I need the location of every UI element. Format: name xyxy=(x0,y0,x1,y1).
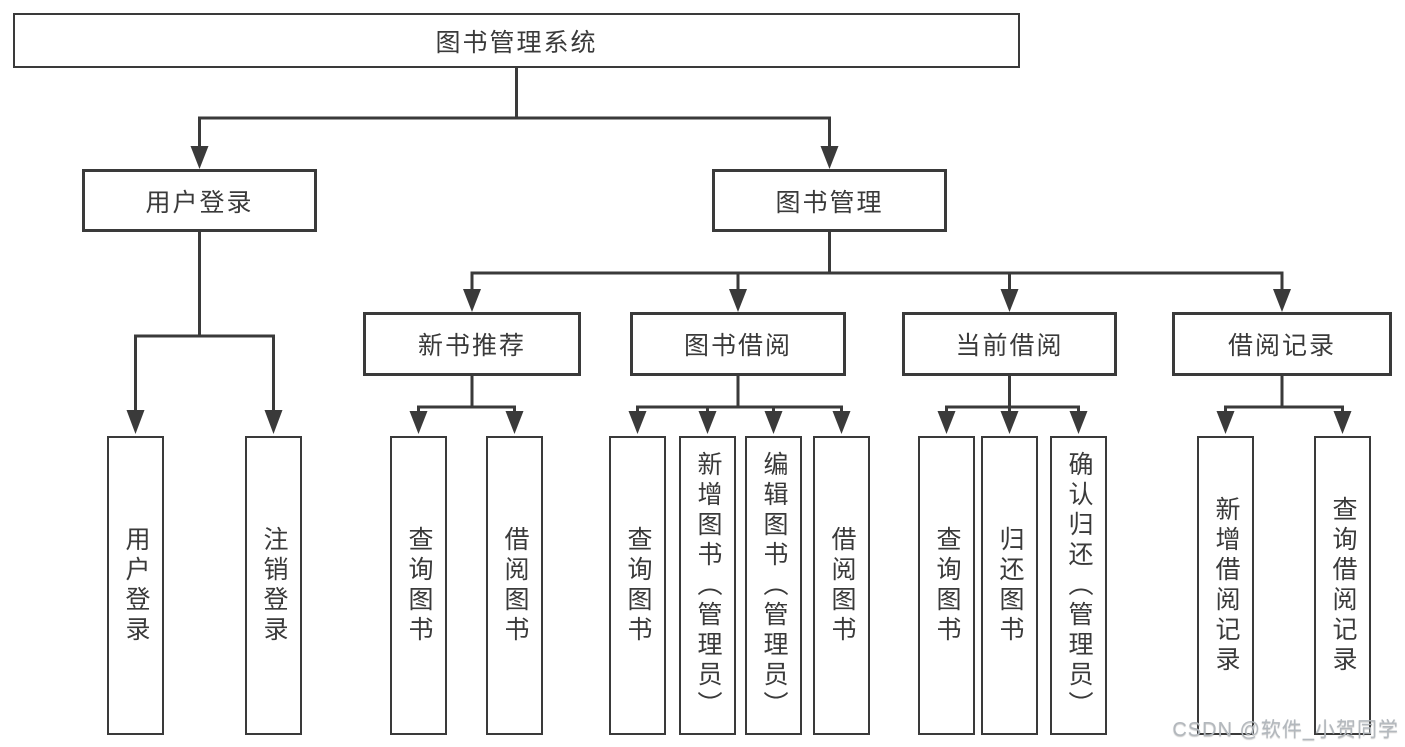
connector-records-to-leaves xyxy=(1216,374,1352,434)
node-current-borrowing: 当前借阅 xyxy=(902,312,1117,376)
arrow-down-icon xyxy=(190,146,209,169)
node-user-login: 用户登录 xyxy=(82,169,317,232)
node-book-management: 图书管理 xyxy=(712,169,947,232)
leaf-return-books: 归还图书 xyxy=(981,436,1038,735)
leaf-logout: 注销登录 xyxy=(245,436,302,735)
node-book-borrowing: 图书借阅 xyxy=(630,312,846,376)
arrow-down-icon xyxy=(698,411,717,434)
arrow-down-icon xyxy=(1000,289,1019,312)
arrow-down-icon xyxy=(463,289,481,312)
arrow-down-icon xyxy=(729,289,747,312)
arrow-down-icon xyxy=(1333,411,1352,434)
leaf-confirm-return-admin: 确认归还（管理员） xyxy=(1050,436,1107,735)
arrow-down-icon xyxy=(409,411,428,434)
connector-path xyxy=(470,230,1284,293)
arrow-down-icon xyxy=(628,411,647,434)
leaf-query-books-recommend: 查询图书 xyxy=(390,436,447,735)
arrow-down-icon xyxy=(1000,411,1019,434)
leaf-add-books-admin: 新增图书（管理员） xyxy=(679,436,736,735)
connector-userlogin-to-leaves xyxy=(126,230,283,434)
connector-path xyxy=(198,66,831,150)
node-root-system: 图书管理系统 xyxy=(13,13,1020,68)
connector-path xyxy=(636,374,843,416)
connector-path xyxy=(1224,374,1344,416)
node-new-book-recommend: 新书推荐 xyxy=(363,312,581,376)
leaf-borrow-books-recommend: 借阅图书 xyxy=(486,436,543,735)
connector-newbooks-to-leaves xyxy=(409,374,524,434)
arrow-down-icon xyxy=(264,410,283,434)
arrow-down-icon xyxy=(937,411,956,434)
arrow-down-icon xyxy=(505,411,524,434)
connector-bookmgmt-to-level2 xyxy=(463,230,1291,312)
leaf-borrow-books: 借阅图书 xyxy=(813,436,870,735)
leaf-query-borrow-record: 查询借阅记录 xyxy=(1314,436,1371,735)
leaf-add-borrow-record: 新增借阅记录 xyxy=(1197,436,1254,735)
connector-path xyxy=(417,374,516,416)
arrow-down-icon xyxy=(1069,411,1088,434)
arrow-down-icon xyxy=(1273,289,1291,312)
arrow-down-icon xyxy=(1216,411,1235,434)
arrow-down-icon xyxy=(820,146,839,169)
leaf-query-books-borrowing: 查询图书 xyxy=(609,436,666,735)
csdn-watermark: CSDN @软件_小贺同学 xyxy=(1172,719,1399,741)
connector-borrowing-to-leaves xyxy=(628,374,851,434)
arrow-down-icon xyxy=(764,411,783,434)
leaf-edit-books-admin: 编辑图书（管理员） xyxy=(745,436,802,735)
connector-path xyxy=(945,374,1080,416)
connector-path xyxy=(134,230,275,414)
arrow-down-icon xyxy=(832,411,851,434)
leaf-query-books-current: 查询图书 xyxy=(918,436,975,735)
arrow-down-icon xyxy=(126,410,145,434)
node-borrowing-records: 借阅记录 xyxy=(1172,312,1392,376)
connector-current-to-leaves xyxy=(937,374,1088,434)
connector-root-to-level1 xyxy=(190,66,839,169)
leaf-user-login: 用户登录 xyxy=(107,436,164,735)
